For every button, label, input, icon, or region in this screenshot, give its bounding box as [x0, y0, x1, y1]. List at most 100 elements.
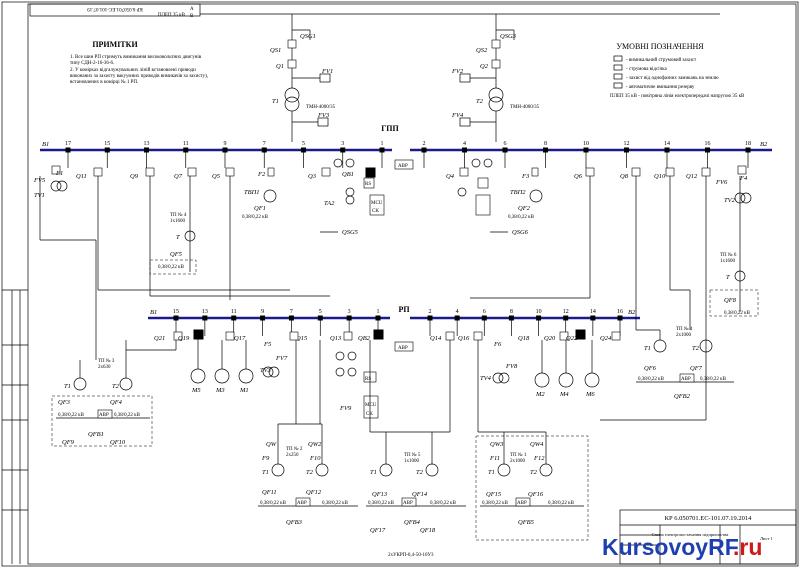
bus-cell-number: 2 — [423, 141, 426, 147]
fv5-label: FV5 — [33, 177, 46, 184]
fv6-label: FV6 — [715, 179, 728, 186]
q8-label: Q8 — [620, 173, 629, 180]
stamp-sheet: Лист 1 — [760, 536, 773, 541]
tp6-v: 0,38/0,22 кВ — [724, 311, 751, 316]
q2-label: Q2 — [480, 63, 489, 70]
bus-cell-number: 7 — [290, 309, 293, 315]
legend-symbol — [613, 82, 623, 89]
bus-cell-marker — [617, 315, 623, 321]
tp3-type: 2x630 — [98, 365, 111, 370]
tp5-t2: T2 — [416, 469, 424, 476]
tp4-type: 1x1600 — [170, 219, 186, 224]
fv2-label: FV2 — [451, 68, 464, 75]
rp-bus-b1: B1 — [150, 309, 157, 316]
bus-cell-number: 10 — [536, 309, 542, 315]
tp4b-name: ТП № 4 — [676, 326, 693, 332]
bus-cell-number: 11 — [231, 309, 237, 315]
bus-cell-marker — [502, 147, 508, 153]
bus-cell-number: 10 — [583, 141, 589, 147]
tp4b-v-l: 0,38/0,22 кВ — [638, 377, 665, 382]
motor-m3-icon — [214, 368, 230, 384]
bus-cell-number: 12 — [624, 141, 630, 147]
tp4-name: ТП № 4 — [170, 212, 187, 218]
q11-label: Q11 — [76, 173, 87, 180]
bus-cell-marker — [173, 315, 179, 321]
legend-symbol — [613, 73, 623, 80]
gpp-left-devices: FV5 TV1 F1 Q11 Q9 Q7 Q5 F2 ТВП1 QF1 0,38… — [33, 158, 414, 236]
f9-label: F9 — [261, 455, 270, 462]
tsn2-label: ТВП2 — [510, 189, 526, 196]
tp5-v-r: 0,38/0,22 кВ — [430, 501, 457, 506]
gpp-title: ГПП — [381, 124, 399, 133]
rp-mcu: MCU — [365, 403, 377, 408]
qf6-label: QF6 — [644, 365, 657, 372]
bus-cell-number: 6 — [483, 309, 486, 315]
bus-cell-marker — [563, 315, 569, 321]
motor-m4-icon — [558, 372, 574, 388]
bus-cell-marker — [346, 315, 352, 321]
qf13-label: QF13 — [372, 491, 388, 498]
q13-label: Q13 — [330, 335, 342, 342]
bus-cell-number: 14 — [664, 141, 670, 147]
bus-cell-number: 13 — [202, 309, 208, 315]
bus-cell-marker — [421, 147, 427, 153]
legend-item: ПЛЕП 35 кВ - повітряна лінія електропере… — [610, 94, 745, 99]
q7-label: Q7 — [174, 173, 183, 180]
qb2-breaker-icon — [373, 329, 384, 340]
main-transformer-left: QSG1 QS1 Q1 FV1 T1 ТМН-4000/35 FV3 — [270, 14, 336, 142]
bus-cell-number: 11 — [183, 141, 189, 147]
bus-cell-marker — [536, 315, 542, 321]
notes-line: 2. У комірках відгалужувальних ліній вст… — [70, 68, 196, 73]
bus-cell-marker — [340, 147, 346, 153]
q20-label: Q20 — [544, 335, 556, 342]
bus-cell-marker — [379, 147, 385, 153]
inner-frame — [27, 3, 797, 565]
tv1-label: TV1 — [34, 192, 45, 199]
q21-label: Q21 — [154, 335, 165, 342]
stamp-title: Схема електропостачання підприємства — [652, 532, 729, 537]
substation-tp3: ТП № 3 2x630 T1 T2 QF3 QF4 АВР 0,38/0,22… — [51, 340, 153, 447]
bus-cell-number: 18 — [745, 141, 751, 147]
notes-block: ПРИМІТКИ 1. Все шин РП стримуть вимиканн… — [70, 40, 208, 85]
tp2-t2: T2 — [306, 469, 314, 476]
qf18-label: QF18 — [420, 527, 436, 534]
transformer-t1-icon — [284, 87, 300, 103]
tp5-name: ТП № 5 — [404, 452, 421, 458]
tp3-v-r: 0,38/0,22 кВ — [114, 413, 141, 418]
substation-tp1: QW3 QW4 F11 F12 ТП № 1 2x1000 T1 T2 QF15… — [475, 432, 589, 541]
substation-tp5: ТП № 5 1x1000 T1 T2 QF13 QF14 АВР 0,38/0… — [366, 431, 466, 558]
m2-label: M2 — [535, 391, 545, 398]
fv8-label: FV8 — [505, 363, 518, 370]
mcu-label: MCU — [371, 201, 383, 206]
tsn1-label: ТВП1 — [244, 189, 260, 196]
bus-cell-marker — [202, 315, 208, 321]
tp4b-type: 2x1000 — [676, 333, 692, 338]
tp6-type: 1x1600 — [720, 259, 736, 264]
tp5-t1: T1 — [370, 469, 377, 476]
fv9-label: FV9 — [339, 405, 352, 412]
qf10-label: QF10 — [110, 439, 126, 446]
bus-cell-marker — [705, 147, 710, 153]
tp5-v-l: 0,38/0,22 кВ — [368, 501, 395, 506]
bus-cell-marker — [183, 147, 189, 153]
motor-m6-icon — [584, 372, 600, 388]
qf15-label: QF15 — [486, 491, 502, 498]
qs1-label: QS1 — [270, 47, 281, 54]
bus-cell-number: 3 — [348, 309, 351, 315]
bus-cell-marker — [462, 147, 467, 153]
bus-cell-number: 16 — [617, 309, 623, 315]
tp6-upper: ТП № 6 1x1600 T QF8 0,38/0,22 кВ — [709, 176, 759, 317]
legend-item: - захист від однофазних замикань на земл… — [626, 76, 719, 81]
legend-block: УМОВНІ ПОЗНАЧЕННЯ - вимикальний струмови… — [610, 42, 745, 99]
qf9-label: QF9 — [62, 439, 75, 446]
tp1-t2: T2 — [530, 469, 538, 476]
bus-cell-number: 4 — [463, 141, 466, 147]
f1-label: F1 — [55, 170, 63, 177]
t2-type: ТМН-4000/35 — [510, 105, 540, 110]
qfb1-label: QFB1 — [88, 431, 104, 438]
qfb2-label: QFB2 — [674, 393, 691, 400]
bus-cell-number: 15 — [104, 141, 110, 147]
gpp-right-devices: Q4 F3 ТВП2 QF2 0,38/0,22 кВ QSG6 Q6 Q8 Q… — [446, 158, 752, 236]
motor-m1-icon — [238, 368, 254, 384]
